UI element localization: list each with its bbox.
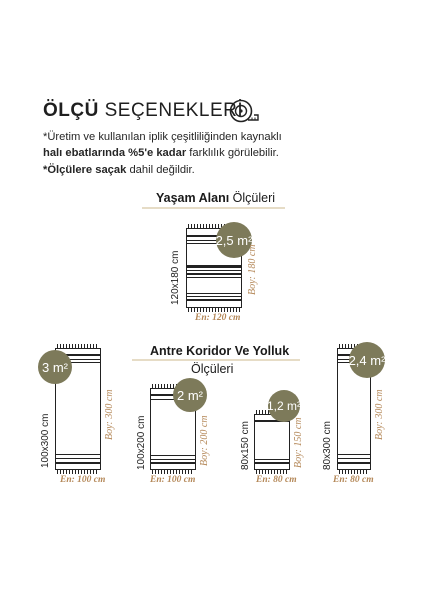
area-badge: 1,2 m² [267, 390, 301, 422]
rug-stripe [187, 293, 241, 294]
rug-stripe [338, 462, 370, 464]
rug-stripe [151, 455, 195, 456]
size-label: 80x150 cm [240, 421, 251, 470]
height-label: Boy: 300 cm [104, 389, 115, 440]
note-line-3-bold: *Ölçülere saçak [43, 164, 127, 176]
note-line-3: *Ölçülere saçak dahil değildir. [43, 163, 195, 177]
rug-stripe [56, 354, 100, 356]
title-light: SEÇENEKLERİ [104, 100, 244, 121]
width-label: En: 120 cm [195, 313, 241, 323]
page-title: ÖLÇÜ SEÇENEKLERİ [43, 100, 243, 122]
note-line-1: *Üretim ve kullanılan iplik çeşitliliğin… [43, 131, 282, 143]
width-label: En: 80 cm [333, 475, 374, 485]
living-underline [142, 207, 285, 209]
rug-stripe [151, 462, 195, 464]
rug-120x180 [186, 228, 242, 308]
note-line-3-rest: dahil değildir. [126, 164, 195, 176]
corridor-label-bold: Antre Koridor Ve Yolluk [150, 344, 290, 358]
width-label: En: 100 cm [150, 475, 196, 485]
rug-stripe [187, 270, 241, 271]
rug-stripe [255, 420, 289, 422]
rug-fringe-top [57, 344, 99, 348]
living-label-bold: Yaşam Alanı [156, 191, 230, 205]
measuring-tape-icon [229, 99, 259, 123]
rug-fringe-top [188, 224, 240, 228]
area-badge: 3 m² [38, 350, 72, 384]
size-label: 100x200 cm [136, 415, 147, 470]
rug-stripe [56, 362, 100, 363]
rug-fringe-bottom [152, 470, 194, 474]
rug-stripe [187, 296, 241, 297]
title-bold: ÖLÇÜ [43, 100, 99, 121]
size-label: 100x300 cm [40, 413, 51, 468]
rug-stripe [56, 359, 100, 360]
rug-stripe [187, 243, 241, 244]
width-label: En: 100 cm [60, 475, 106, 485]
note-line-2-rest: farklılık görülebilir. [186, 147, 279, 159]
corridor-section-label: Antre Koridor Ve Yolluk [150, 344, 289, 358]
corridor-underline [132, 359, 300, 361]
rug-80x150 [254, 414, 290, 470]
rug-fringe-bottom [57, 470, 99, 474]
rug-stripe [338, 454, 370, 455]
rug-stripe [56, 462, 100, 464]
rug-stripe [56, 454, 100, 455]
height-label: Boy: 300 cm [374, 389, 385, 440]
rug-stripe [187, 277, 241, 278]
corridor-label-light: Ölçüleri [191, 362, 234, 376]
width-label: En: 80 cm [256, 475, 297, 485]
size-label: 80x300 cm [322, 421, 333, 470]
height-label: Boy: 200 cm [199, 415, 210, 466]
living-label-light: Ölçüleri [232, 191, 276, 205]
rug-stripe [187, 265, 241, 268]
size-label: 120x180 cm [170, 250, 181, 305]
rug-fringe-bottom [188, 308, 240, 312]
note-line-2: halı ebatlarında %5'e kadar farklılık gö… [43, 146, 279, 160]
living-section-label: Yaşam Alanı Ölçüleri [156, 191, 275, 205]
rug-stripe [151, 459, 195, 460]
rug-fringe-bottom [256, 470, 288, 474]
rug-stripe [187, 299, 241, 301]
rug-stripe [56, 458, 100, 459]
rug-fringe-top [152, 384, 194, 388]
area-badge: 2,4 m² [349, 342, 385, 378]
rug-stripe [338, 458, 370, 459]
height-label: Boy: 150 cm [293, 417, 304, 468]
rug-stripe [187, 240, 241, 241]
height-label: Boy: 180 cm [247, 244, 258, 295]
note-line-2-bold: halı ebatlarında %5'e kadar [43, 147, 187, 159]
rug-stripe [255, 459, 289, 460]
area-badge: 2 m² [173, 378, 207, 412]
rug-stripe [187, 235, 241, 237]
rug-stripe [255, 462, 289, 464]
rug-stripe [187, 273, 241, 275]
area-badge: 2,5 m² [216, 222, 252, 258]
rug-fringe-bottom [339, 470, 369, 474]
